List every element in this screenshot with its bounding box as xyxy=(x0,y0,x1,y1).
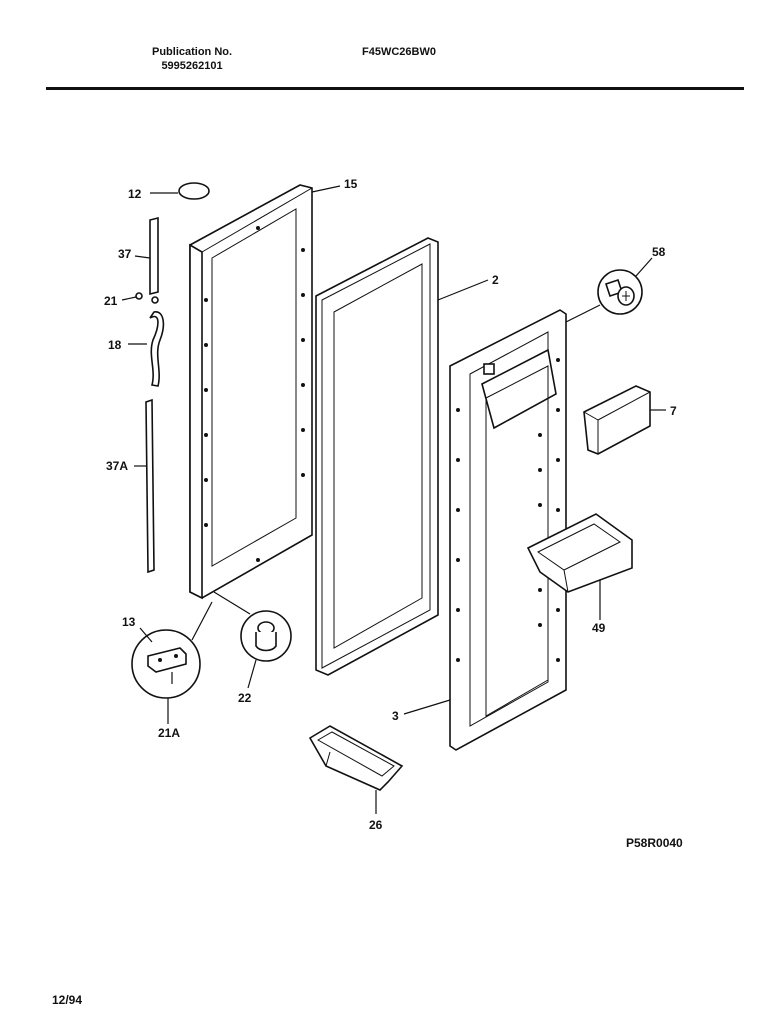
callout-18: 18 xyxy=(108,338,122,352)
callout-13: 13 xyxy=(122,615,136,629)
publication-date: 12/94 xyxy=(52,993,83,1007)
part-2-gasket: 2 xyxy=(315,237,499,676)
callout-22: 22 xyxy=(238,691,252,705)
part-37-trim-strip: 37 xyxy=(118,216,159,296)
part-22-bushing-detail: 22 xyxy=(213,591,292,705)
part-49-door-shelf: 49 xyxy=(526,513,633,635)
part-58-screw-detail: 58 xyxy=(565,245,666,323)
liner-holes xyxy=(456,358,560,662)
callout-49: 49 xyxy=(592,621,606,635)
publication-number: 5995262101 xyxy=(161,60,223,72)
callout-37: 37 xyxy=(118,247,132,261)
part-7-cover: 7 xyxy=(583,385,677,455)
callout-26: 26 xyxy=(369,818,383,832)
drawing-code: P58R0040 xyxy=(626,836,683,850)
callout-12: 12 xyxy=(128,187,142,201)
part-37a-trim-strip: 37A xyxy=(106,398,155,574)
frame-holes xyxy=(204,226,305,562)
callout-2: 2 xyxy=(492,273,499,287)
publication-block: Publication No. 5995262101 xyxy=(152,45,232,73)
callout-7: 7 xyxy=(670,404,677,418)
part-21-screw: 21 xyxy=(104,292,159,308)
publication-label: Publication No. xyxy=(152,46,233,58)
header-rule xyxy=(46,87,744,90)
callout-58: 58 xyxy=(652,245,666,259)
part-13-hinge-detail: 13 21A xyxy=(122,601,213,740)
callout-37a: 37A xyxy=(106,459,128,473)
model-number: F45WC26BW0 xyxy=(362,46,436,58)
callout-15: 15 xyxy=(344,177,358,191)
part-15-door-frame: 15 xyxy=(189,177,358,600)
part-12-cap: 12 xyxy=(128,182,210,201)
part-26-door-bin: 26 xyxy=(308,725,404,832)
part-3-door-liner: 3 xyxy=(392,309,567,751)
callout-3: 3 xyxy=(392,709,399,723)
callout-21: 21 xyxy=(104,294,118,308)
part-18-handle-bracket: 18 xyxy=(108,311,165,387)
callout-21a: 21A xyxy=(158,726,180,740)
